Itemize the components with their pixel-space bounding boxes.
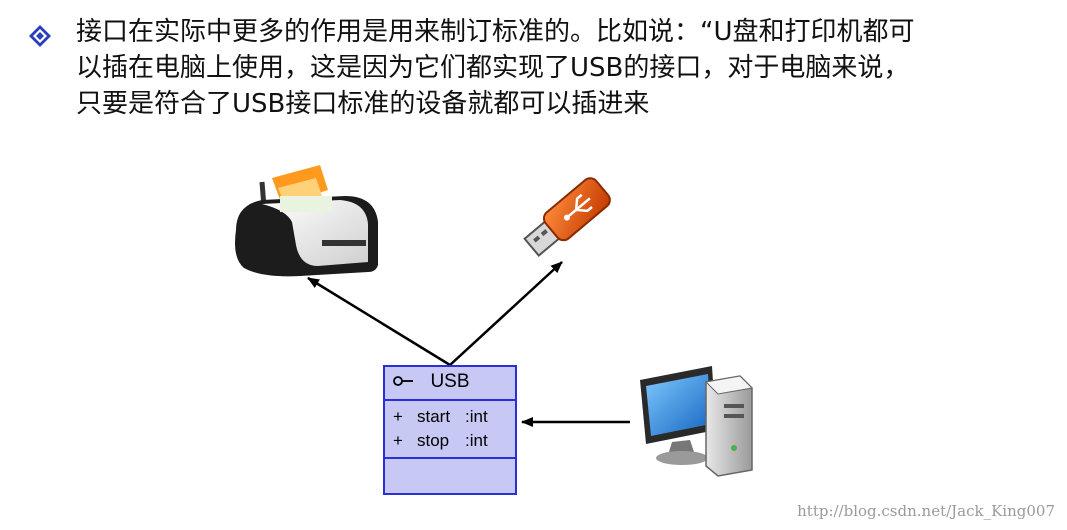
attributes-compartment: + start :int + stop :int xyxy=(385,401,515,459)
attribute-row: + stop :int xyxy=(385,429,515,453)
attribute-visibility: + xyxy=(393,407,403,426)
attribute-type: :int xyxy=(465,407,488,426)
description-line-3: 只要是符合了USB接口标准的设备就都可以插进来 xyxy=(76,89,650,119)
watermark: http://blog.csdn.net/Jack_King007 xyxy=(797,502,1055,520)
arrow-usb-to-flash-drive xyxy=(449,261,563,366)
description-paragraph: 接口在实际中更多的作用是用来制订标准的。比如说：“U盘和打印机都可 以插在电脑上… xyxy=(76,14,1046,122)
attribute-name: start xyxy=(417,407,451,426)
desktop-computer-icon xyxy=(640,366,754,477)
diamond-bullet-icon xyxy=(29,25,51,47)
arrow-usb-to-printer xyxy=(307,276,451,367)
usb-interface-class-box: USB + start :int + stop :int xyxy=(383,365,517,495)
attribute-name: stop xyxy=(417,431,450,450)
interface-key-icon xyxy=(393,376,413,386)
printer-icon xyxy=(235,165,378,277)
usb-flash-drive-icon xyxy=(523,177,611,257)
attribute-row: + start :int xyxy=(385,405,515,429)
class-name-compartment: USB xyxy=(385,367,515,401)
attribute-type: :int xyxy=(465,431,488,450)
description-line-1: 接口在实际中更多的作用是用来制订标准的。比如说：“U盘和打印机都可 xyxy=(76,17,915,47)
attribute-visibility: + xyxy=(393,431,403,450)
description-line-2: 以插在电脑上使用，这是因为它们都实现了USB的接口，对于电脑来说， xyxy=(76,53,910,83)
class-name: USB xyxy=(430,371,470,392)
